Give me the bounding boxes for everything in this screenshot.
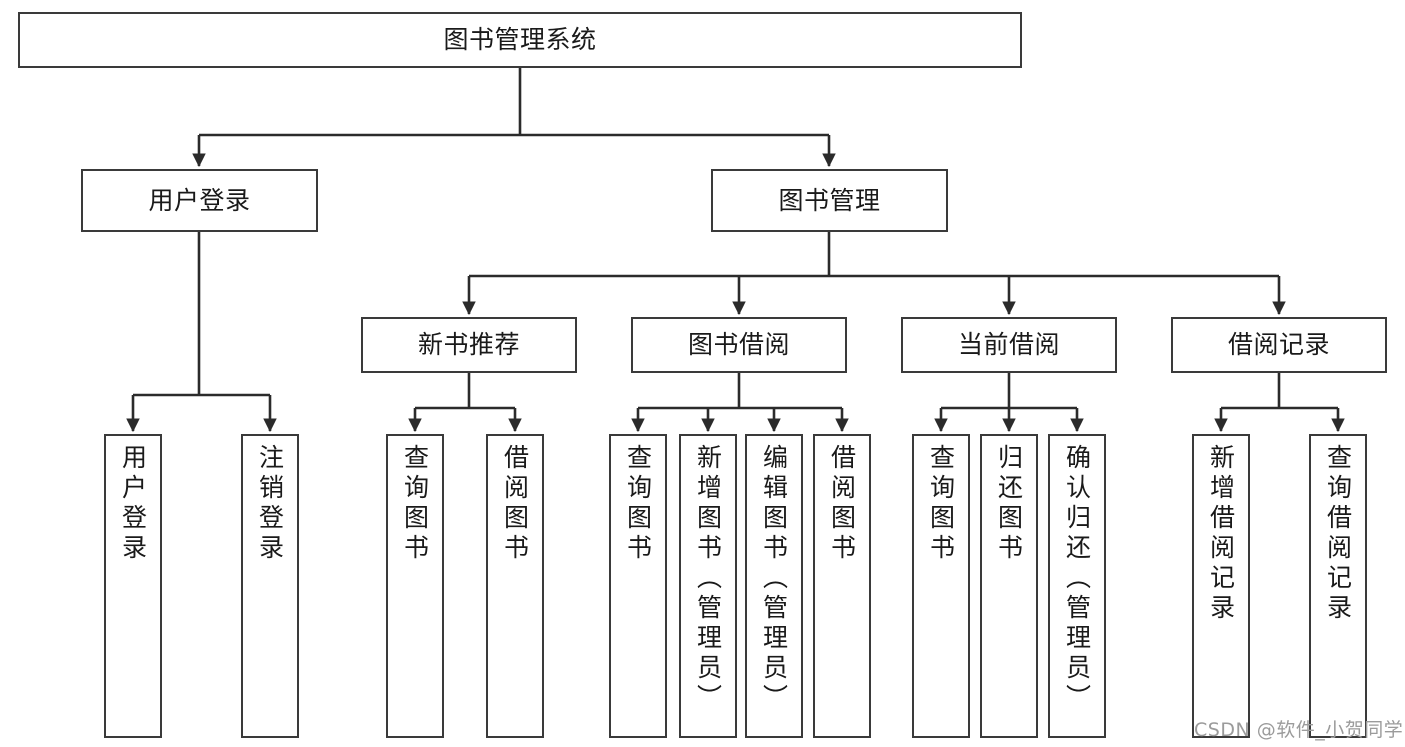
node-borrow-record-label: 借阅记录	[1227, 330, 1330, 359]
node-leaf-borrow-book-label: 借阅图书	[827, 444, 857, 564]
node-leaf-confirm-return-admin[interactable]: 确认归还（管理员）	[1048, 434, 1106, 738]
node-root-label: 图书管理系统	[443, 25, 597, 54]
node-leaf-return-book-label: 归还图书	[994, 444, 1024, 564]
node-leaf-logout-label: 注销登录	[255, 444, 285, 564]
node-leaf-logout[interactable]: 注销登录	[241, 434, 299, 738]
node-leaf-borrow-book-recommend-label: 借阅图书	[500, 444, 530, 564]
node-leaf-query-book-borrow-label: 查询图书	[623, 444, 653, 564]
csdn-watermark: CSDN @软件_小贺同学	[1194, 719, 1404, 741]
node-leaf-query-borrow-record-label: 查询借阅记录	[1323, 444, 1353, 624]
node-leaf-query-borrow-record[interactable]: 查询借阅记录	[1309, 434, 1367, 738]
node-leaf-query-book-current[interactable]: 查询图书	[912, 434, 970, 738]
node-leaf-query-book-borrow[interactable]: 查询图书	[609, 434, 667, 738]
node-user-login[interactable]: 用户登录	[81, 169, 318, 232]
node-leaf-query-book-current-label: 查询图书	[926, 444, 956, 564]
node-new-book-recommend[interactable]: 新书推荐	[361, 317, 577, 373]
node-leaf-user-login-label: 用户登录	[118, 444, 148, 564]
node-leaf-query-book-recommend[interactable]: 查询图书	[386, 434, 444, 738]
node-leaf-edit-book-admin[interactable]: 编辑图书（管理员）	[745, 434, 803, 738]
node-leaf-add-book-admin[interactable]: 新增图书（管理员）	[679, 434, 737, 738]
node-leaf-edit-book-admin-label: 编辑图书（管理员）	[759, 444, 789, 714]
node-book-management-label: 图书管理	[778, 185, 881, 215]
node-leaf-add-book-admin-label: 新增图书（管理员）	[693, 444, 723, 714]
node-new-book-recommend-label: 新书推荐	[417, 330, 520, 359]
node-user-login-label: 用户登录	[148, 185, 251, 215]
node-root[interactable]: 图书管理系统	[18, 12, 1022, 68]
node-leaf-add-borrow-record[interactable]: 新增借阅记录	[1192, 434, 1250, 738]
node-leaf-query-book-recommend-label: 查询图书	[400, 444, 430, 564]
node-borrow-record[interactable]: 借阅记录	[1171, 317, 1387, 373]
node-leaf-borrow-book-recommend[interactable]: 借阅图书	[486, 434, 544, 738]
node-book-management[interactable]: 图书管理	[711, 169, 948, 232]
node-leaf-borrow-book[interactable]: 借阅图书	[813, 434, 871, 738]
node-leaf-add-borrow-record-label: 新增借阅记录	[1206, 444, 1236, 624]
node-current-borrow[interactable]: 当前借阅	[901, 317, 1117, 373]
node-book-borrow[interactable]: 图书借阅	[631, 317, 847, 373]
node-leaf-user-login[interactable]: 用户登录	[104, 434, 162, 738]
node-leaf-confirm-return-admin-label: 确认归还（管理员）	[1062, 444, 1092, 714]
node-leaf-return-book[interactable]: 归还图书	[980, 434, 1038, 738]
node-book-borrow-label: 图书借阅	[687, 330, 790, 359]
node-current-borrow-label: 当前借阅	[957, 330, 1060, 359]
